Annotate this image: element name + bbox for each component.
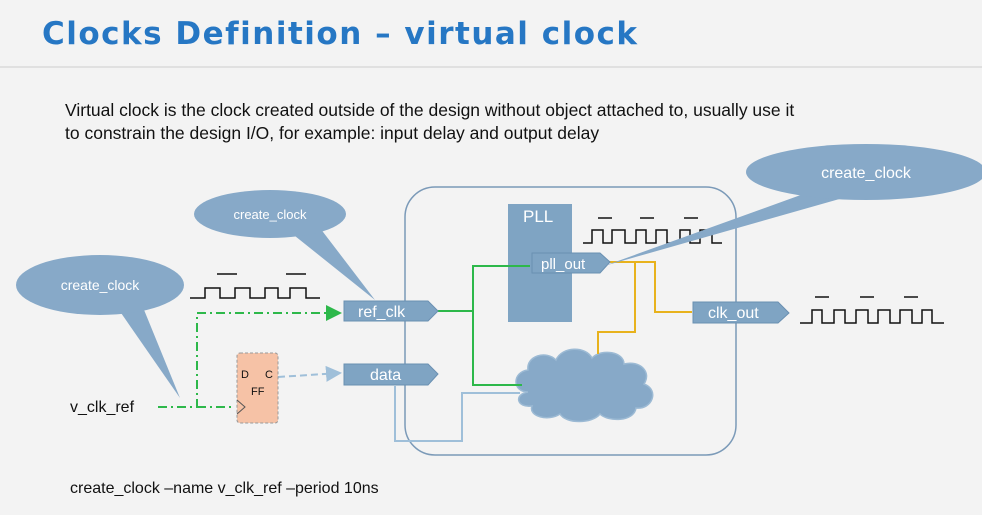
clk-out-waveform	[800, 309, 944, 324]
ref-clk-waveform	[190, 287, 320, 299]
logic-cloud	[515, 348, 654, 423]
flip-flop	[236, 352, 279, 424]
pll-out-label: pll_out	[541, 256, 586, 273]
ref-clk-label: ref_clk	[358, 304, 406, 321]
callout-left-label: create_clock	[61, 277, 141, 293]
virtual-clock-path-top	[158, 305, 342, 408]
clk-out-port	[692, 301, 790, 324]
data-port	[343, 363, 439, 386]
ff-label: FF	[251, 386, 265, 398]
ff-c-pin: C	[265, 369, 273, 381]
pll-label: PLL	[523, 207, 553, 226]
callout-middle-label: create_clock	[234, 207, 307, 222]
ref-clk-to-logic-wire	[472, 311, 522, 386]
pll-out-port	[531, 252, 611, 274]
callout-middle: create_clock	[194, 190, 375, 300]
callout-right: create_clock	[604, 144, 982, 266]
description-line-2: to constrain the design I/O, for example…	[65, 123, 600, 143]
ref-clk-to-pll-wire	[437, 265, 530, 312]
pll-out-waveform	[583, 229, 722, 244]
slide-title: Clocks Definition – virtual clock	[42, 16, 639, 52]
description-line-1: Virtual clock is the clock created outsi…	[65, 100, 795, 120]
ff-clock-triangle	[236, 399, 246, 415]
title-divider	[0, 66, 982, 68]
data-to-logic-wire	[394, 386, 520, 442]
ref-clk-port	[343, 300, 439, 322]
pll-out-to-clk-out-wire	[600, 261, 692, 313]
ff-to-data-wire	[277, 365, 342, 382]
v-clk-ref-label: v_clk_ref	[70, 399, 135, 416]
callout-right-label: create_clock	[821, 165, 912, 182]
ff-d-pin: D	[241, 369, 249, 381]
description: Virtual clock is the clock created outsi…	[65, 99, 982, 145]
data-label: data	[370, 367, 401, 384]
pll-out-to-logic-wire	[597, 262, 636, 354]
clk-out-label: clk_out	[708, 305, 759, 322]
callout-left: create_clock	[16, 255, 184, 398]
create-clock-command: create_clock –name v_clk_ref –period 10n…	[70, 480, 379, 497]
